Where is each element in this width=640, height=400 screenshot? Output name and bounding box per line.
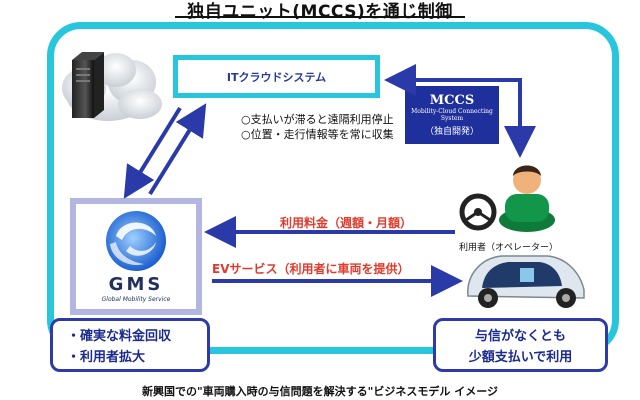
system-notes: ○支払いが滞ると遠隔利用停止 ○位置・走行情報等を常に収集 [241,112,394,142]
arrows-it-gms [123,103,207,199]
ev-flow-label: EVサービス（利用者に車両を提供） [212,262,410,276]
note-location-collect: ○位置・走行情報等を常に収集 [241,128,394,141]
note-remote-stop: ○支払いが滞ると遠隔利用停止 [241,113,394,126]
arrow-gms-to-it [148,103,207,196]
gms-logo-box: GMS Global Mobility Service [70,198,202,315]
fee-flow-label: 利用料金（週額・月額） [280,216,413,230]
mccs-subtitle-1: Mobility-Cloud Connecting [411,108,493,115]
gms-logo-text: GMS [108,274,164,295]
benefit-user-box: 与信がなくとも 少額支払いで利用 [433,318,608,372]
benefit-gms-1: ・確実な料金回収 [67,329,172,344]
server-icon [72,52,104,118]
steering-wheel-icon [459,193,497,231]
user-operator-icon [499,165,555,232]
ev-vehicle-icon [467,255,585,308]
arrows-it-mccs [384,64,536,158]
it-cloud-system-label: ITクラウドシステム [226,70,327,84]
mccs-subtitle-2: System [440,115,464,122]
benefit-user-1: 与信がなくとも [474,329,566,344]
mccs-title: MCCS [429,93,475,108]
mccs-dev: （独自開発） [424,127,479,137]
benefit-user-2: 少額支払いで利用 [468,350,573,365]
benefit-gms-2: ・利用者拡大 [67,350,146,365]
user-operator-label: 利用者（オペレーター） [459,243,559,253]
gms-swirl-icon [106,211,166,271]
mccs-box: MCCS Mobility-Cloud Connecting System （独… [405,86,499,144]
arrow-it-to-gms [123,106,182,199]
diagram-caption: 新興国での"車両購入時の与信問題を解決する"ビジネスモデル イメージ [141,385,499,398]
gms-logo-sub: Global Mobility Service [101,296,171,303]
title-underline [175,16,465,18]
it-cloud-system-box: ITクラウドシステム [173,55,380,98]
benefit-gms-box: ・確実な料金回収 ・利用者拡大 [50,318,210,372]
line-mccs-right [500,78,536,158]
